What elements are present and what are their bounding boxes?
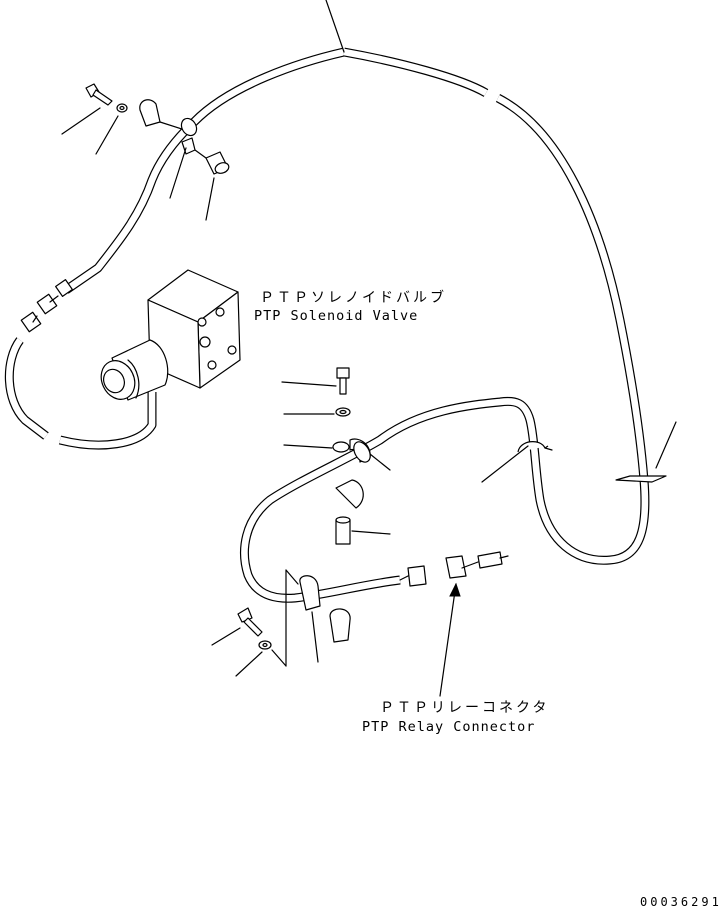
leader-line bbox=[655, 421, 677, 469]
part-number: 00036291 bbox=[640, 895, 719, 909]
leader-line bbox=[283, 444, 333, 449]
leader-line bbox=[211, 627, 241, 646]
leader-line bbox=[61, 107, 101, 135]
upper-clamp-set bbox=[61, 83, 230, 221]
leader-line bbox=[95, 115, 119, 155]
solenoid-valve-label-en: PTP Solenoid Valve bbox=[254, 308, 418, 324]
cable-ties-right bbox=[481, 421, 677, 483]
leader-line bbox=[311, 611, 319, 663]
leader-line bbox=[169, 147, 187, 199]
leader-line bbox=[439, 583, 457, 697]
solenoid-valve bbox=[100, 269, 241, 401]
leader-line bbox=[369, 453, 391, 471]
relay-connector bbox=[399, 551, 509, 697]
relay-connector-label-en: PTP Relay Connector bbox=[362, 719, 535, 735]
solenoid-valve-label-jp: ＰＴＰソレノイドバルブ bbox=[260, 289, 447, 306]
leader-line bbox=[235, 651, 263, 677]
leader-line bbox=[481, 445, 529, 483]
relay-connector-label-jp: ＰＴＰリレーコネクタ bbox=[380, 700, 549, 716]
middle-clamp-set bbox=[281, 367, 391, 545]
leader-line bbox=[351, 530, 391, 535]
main-harness bbox=[63, 0, 650, 603]
connector-pair-left bbox=[20, 279, 73, 333]
lower-clamp-set bbox=[211, 569, 351, 677]
leader-line-top bbox=[325, 0, 345, 53]
leader-line bbox=[281, 381, 337, 387]
solenoid-cable bbox=[4, 337, 157, 450]
leader-line bbox=[205, 177, 215, 221]
